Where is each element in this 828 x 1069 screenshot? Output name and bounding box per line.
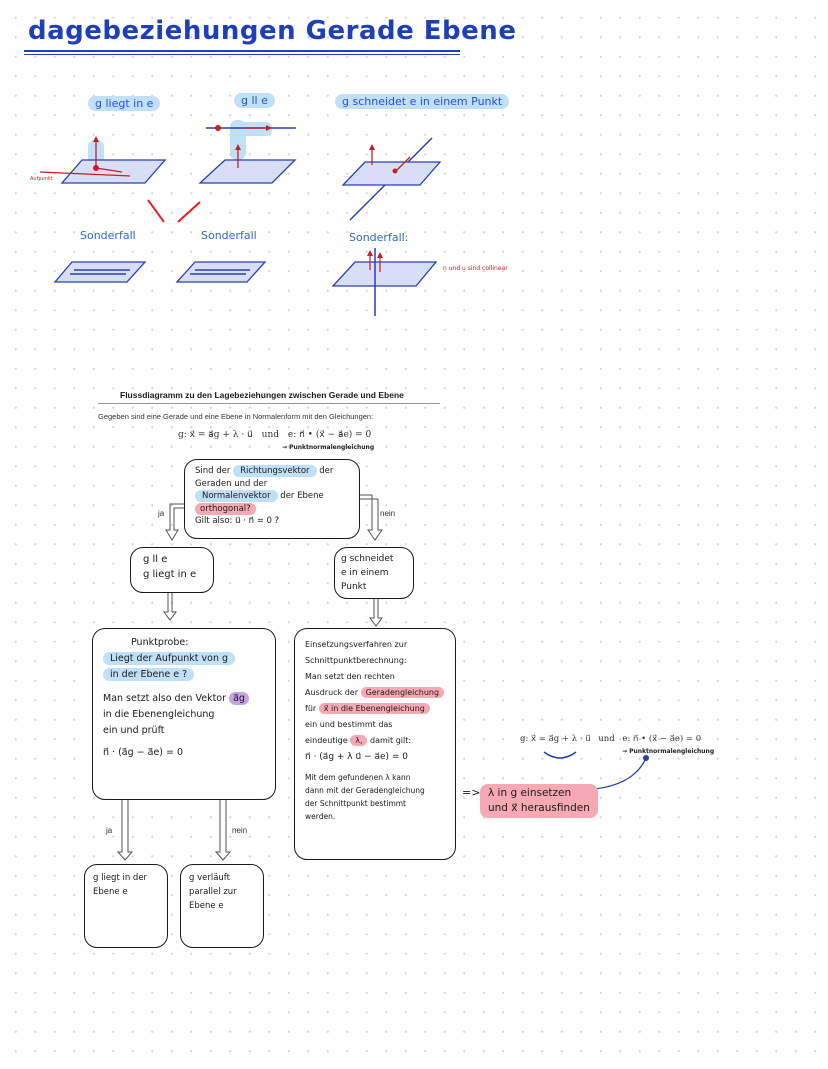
richtungsvektor-highlight: Richtungsvektor: [233, 465, 317, 477]
title-underline-2: [24, 54, 460, 56]
flow-title: Flussdiagramm zu den Lagebeziehungen zwi…: [120, 390, 404, 400]
sonder2-label: Sonderfall: [201, 229, 257, 242]
einsetzung-box: Einsetzungsverfahren zur Schnittpunktber…: [294, 628, 456, 860]
case2-plane: [198, 159, 297, 184]
page-title: dagebeziehungen Gerade Ebene: [28, 16, 517, 46]
case2-label: g ll e: [234, 93, 275, 108]
punktprobe-box: Punktprobe: Liegt der Aufpunkt von g in …: [92, 628, 276, 800]
sonder2-plane: [175, 261, 267, 283]
case1-label: g liegt in e: [88, 96, 161, 111]
sonder3-plane: [331, 261, 438, 287]
case3-label: g schneidet e in einem Punkt: [335, 94, 510, 109]
case1-direction: [95, 167, 123, 173]
case1-plane: [60, 159, 167, 184]
eq-g: g: x⃗ = a⃗g + λ · u⃗: [178, 430, 253, 440]
title-underline: [24, 50, 460, 52]
eq2-note: → Punktnormalengleichung: [622, 748, 715, 755]
lambda-einsetzen: λ in g einsetzen und x⃗ herausfinden: [480, 784, 598, 818]
flow-equations: g: x⃗ = a⃗g + λ · u⃗ und e: n⃗ • (x⃗ − a…: [178, 430, 371, 440]
ja-label-2: ja: [106, 826, 113, 835]
schneidet-box: g schneidet e in einem Punkt: [334, 547, 414, 599]
case1-aufpunkt: [93, 165, 99, 171]
right-equations: g: x⃗ = a⃗g + λ · u⃗ und e: n⃗ • (x⃗ − a…: [520, 734, 701, 744]
sonder3-label: Sonderfall:: [349, 231, 409, 244]
eq-und: und: [261, 430, 280, 440]
flow-rule: [98, 403, 440, 404]
result-liegt-box: g liegt in der Ebene e: [84, 864, 168, 948]
case1-line: [39, 171, 131, 177]
geradengleichung-highlight: Geradengleichung: [360, 687, 445, 698]
sonder1-plane: [53, 261, 147, 283]
aufpunkt-highlight: Liegt der Aufpunkt von g: [103, 652, 236, 665]
ag-highlight: a⃗g: [229, 692, 249, 705]
ebenengleichung-highlight: x⃗ in die Ebenengleichung: [318, 703, 430, 714]
aufpunkt-label: Aufpunkt: [30, 176, 53, 182]
normalenvektor-highlight: Normalenvektor: [195, 490, 278, 502]
case1-diagram: [39, 136, 167, 184]
ja-label-1: ja: [158, 509, 165, 518]
nein-label-1: nein: [380, 509, 396, 518]
collinear-note: n und u sind collinear: [443, 265, 508, 272]
eq-e: e: n⃗ • (x⃗ − a⃗e) = 0: [287, 430, 372, 440]
sonder1-label: Sonderfall: [80, 229, 136, 242]
eq2-e: e: n⃗ • (x⃗ − a⃗e) = 0: [622, 734, 702, 744]
parallel-box: g ll e g liegt in e: [130, 547, 214, 593]
result-parallel-box: g verläuft parallel zur Ebene e: [180, 864, 264, 948]
question-box: Sind der Richtungsvektor der Geraden und…: [184, 459, 360, 539]
eq-note: → Punktnormalengleichung: [282, 444, 375, 451]
cross-line-1: [147, 199, 165, 223]
orthogonal-highlight: orthogonal?: [195, 502, 256, 515]
implies-arrow: =>: [462, 786, 481, 799]
case2-diagram: [198, 120, 297, 184]
eq2-und: und: [598, 734, 615, 744]
cross-line-2: [177, 201, 201, 223]
top-diagrams: [39, 120, 442, 316]
flow-subtitle: Gegeben sind eine Gerade und eine Ebene …: [98, 412, 374, 421]
case3-plane: [341, 161, 442, 186]
case3-diagram: [341, 137, 442, 221]
nein-label-2: nein: [232, 826, 248, 835]
eq2-g: g: x⃗ = a⃗g + λ · u⃗: [520, 734, 591, 744]
